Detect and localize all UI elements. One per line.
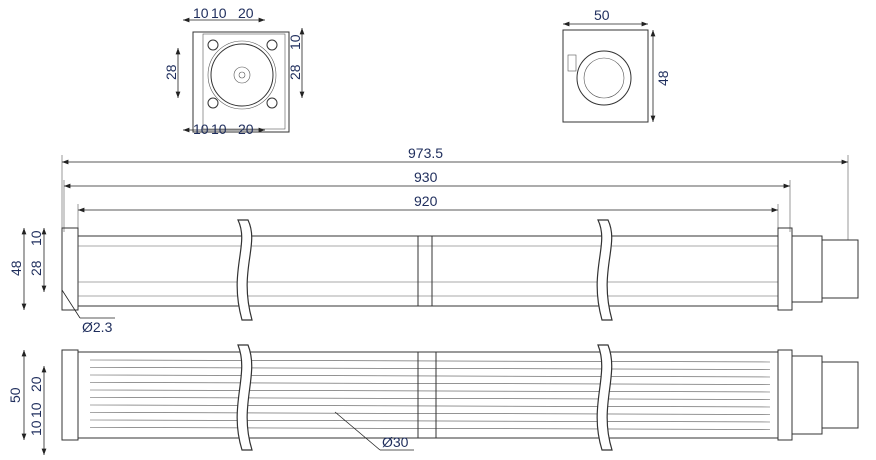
front-view	[175, 17, 305, 133]
side-view	[562, 21, 656, 123]
impeller-blade-line	[89, 404, 771, 408]
bottom-fan-height-dim: 50	[7, 387, 23, 403]
bottom-fan-view	[21, 344, 859, 455]
mount-length-dim: 930	[414, 169, 438, 185]
bottom-fan-mid-dim: 10	[28, 402, 44, 418]
impeller-blade-line	[89, 367, 771, 370]
overall-length-dim: 973.5	[408, 145, 443, 161]
impeller-blade-line	[89, 427, 771, 430]
top-fan-holes-dim: 28	[28, 260, 44, 276]
impeller-blade-line	[89, 412, 771, 415]
front-right-dim: 28	[287, 64, 303, 80]
bottom-fan-low-dim: 10	[28, 420, 44, 436]
bottom-fan-upper-dim: 20	[28, 376, 44, 392]
top-fan-view	[21, 219, 859, 321]
front-bottom-dim-3: 20	[238, 121, 254, 137]
impeller-blade-line	[89, 397, 771, 400]
impeller-blade-line	[89, 382, 771, 385]
hole-diameter-dim: Ø2.3	[82, 319, 113, 335]
side-width-dim: 50	[594, 7, 610, 23]
front-bottom-dim-2: 10	[211, 121, 227, 137]
top-fan-upper-dim: 10	[28, 230, 44, 246]
side-height-dim: 48	[655, 70, 671, 86]
front-right-top-dim: 10	[287, 34, 303, 50]
front-left-dim: 28	[163, 64, 179, 80]
impeller-blade-line	[89, 374, 771, 378]
front-top-dim-2: 10	[211, 5, 227, 21]
front-top-dim-3: 20	[238, 5, 254, 21]
front-bottom-dim-1: 10	[193, 121, 209, 137]
impeller-blade-line	[89, 389, 771, 393]
impeller-diameter-dim: Ø30	[382, 434, 409, 450]
impeller-length-dim: 920	[414, 193, 438, 209]
top-fan-height-dim: 48	[8, 260, 24, 276]
impeller-blade-line	[89, 419, 771, 423]
impeller-blade-line	[89, 359, 771, 363]
front-top-dim-1: 10	[193, 5, 209, 21]
